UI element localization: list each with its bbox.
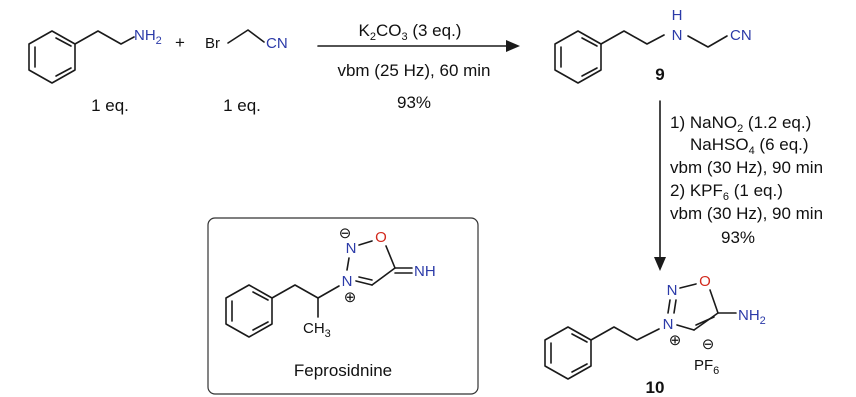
product-9-structure: H N CN [554,7,752,84]
feprosidnine-name: Feprosidnine [294,361,392,380]
cyanomethyl-chain [687,35,728,48]
ring-n2: N [346,240,357,257]
ethyl-chain [74,30,135,45]
amine-hydrogen: H [672,7,683,24]
counterion-label: PF6 [694,357,719,377]
plus-sign: + [175,33,185,52]
bromoacetonitrile-bonds [227,29,265,44]
step2-line1: 1) NaNO2 (1.2 eq.) [670,113,811,135]
ring-bond-n2-o [358,240,373,246]
aromatic-bond [581,67,598,77]
propyl-chain [271,284,340,299]
compound-number-10: 10 [646,378,665,397]
minus-charge-icon: ⊖ [702,336,715,353]
ring-n3: N [663,316,674,333]
ring-n2: N [667,282,678,299]
ring-bond-c5-c4 [693,312,719,331]
aromatic-bond [55,67,72,77]
step2-line2: NaHSO4 (6 eq.) [690,135,809,157]
ring-double-bond [358,276,373,281]
ring-double-bond-n-n [673,299,677,314]
ring-bond-n3-n2 [667,299,671,314]
aromatic-bond [252,291,269,301]
benzene-ring [28,30,76,84]
step1-yield: 93% [397,93,431,112]
ring-n3: N [342,273,353,290]
ring-bond-n3-n2 [346,257,350,271]
ring-bond-c4-n3 [355,280,373,286]
aromatic-bond [571,363,588,373]
ring-bond-o-c5 [709,289,719,314]
ring-oxygen: O [699,273,711,290]
ethyl-chain [590,326,660,341]
aromatic-bond [252,321,269,331]
ring-oxygen: O [375,229,387,246]
ring-bond-n2-o [679,283,697,289]
ring-bond-c4-n3 [676,324,695,331]
benzene-ring [544,326,592,380]
step1-conditions: vbm (25 Hz), 60 min [337,61,490,80]
secondary-amine: N [672,27,683,44]
amine-label: NH2 [738,307,766,327]
imine-label: NH [414,263,436,280]
ring-double-bond-c-c [695,316,715,326]
amine-label: NH2 [134,27,162,47]
ethyl-chain [600,30,665,45]
step1-arrow-head [506,40,520,52]
phenethylamine-structure: NH2 [28,27,162,84]
aromatic-bond [571,333,588,343]
step2-line3: vbm (30 Hz), 90 min [670,158,823,177]
bromine-label: Br [205,35,220,52]
benzene-ring [554,30,602,84]
step2-line5: vbm (30 Hz), 90 min [670,204,823,223]
benzene-ring [225,284,273,338]
plus-charge-icon: ⊕ [669,332,682,349]
feprosidnine-box [207,217,479,395]
step2-yield: 93% [721,228,755,247]
reactant2-equivalents: 1 eq. [223,96,261,115]
feprosidnine-structure: CH3 N N O NH ⊖ ⊕ [225,225,436,340]
plus-charge-icon: ⊕ [344,289,357,306]
aromatic-bond [55,37,72,47]
methyl-label: CH3 [303,320,331,340]
minus-charge-icon: ⊖ [339,225,352,242]
ring-bond-c5-c4 [371,267,396,286]
reactant1-equivalents: 1 eq. [91,96,129,115]
step2-arrow-head [654,257,666,271]
bromoacetonitrile-structure: Br CN [205,29,288,52]
step1-reagent: K2CO3 (3 eq.) [359,21,462,43]
step2-line4: 2) KPF6 (1 eq.) [670,181,783,203]
aromatic-bond [581,37,598,47]
product-10-structure: N N O NH2 ⊕ ⊖ PF6 [544,273,766,380]
compound-number-9: 9 [655,65,664,84]
ring-bond-o-c5 [385,245,396,269]
nitrile-label: CN [730,27,752,44]
nitrile-label: CN [266,35,288,52]
